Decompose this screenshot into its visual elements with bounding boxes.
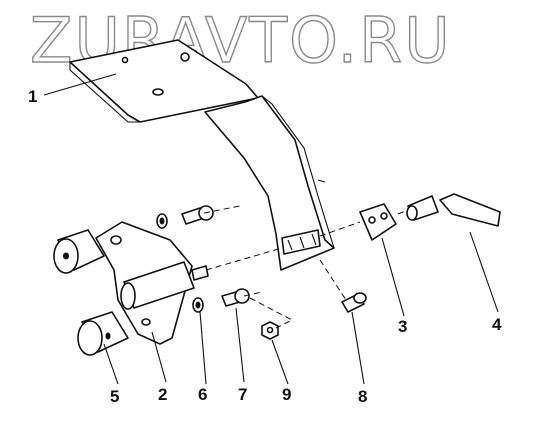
callout-2: 2 (158, 385, 167, 404)
callout-6: 6 (198, 385, 207, 404)
part-9-nut (261, 321, 279, 340)
callout-4: 4 (492, 315, 502, 334)
callout-8: 8 (358, 387, 367, 406)
callout-9: 9 (282, 385, 291, 404)
callout-3: 3 (398, 317, 407, 336)
part-5-rubber-bumper-lower (77, 311, 129, 356)
part-1-pedal-arm (69, 39, 335, 271)
part-4-lever (406, 193, 501, 227)
leader-lines (43, 73, 499, 385)
assembly-axes (203, 205, 409, 329)
callout-7: 7 (238, 385, 247, 404)
part-8-pin (341, 292, 367, 313)
callout-1: 1 (28, 87, 37, 106)
part-3-pad-plate (359, 203, 397, 241)
part-5-rubber-bumper-upper (53, 229, 105, 274)
callout-5: 5 (110, 387, 119, 406)
part-7-bolt-lower (221, 288, 250, 307)
part-2-bracket (95, 221, 209, 345)
part-6-washer (156, 213, 204, 313)
part-7-bolt-upper (181, 205, 214, 225)
